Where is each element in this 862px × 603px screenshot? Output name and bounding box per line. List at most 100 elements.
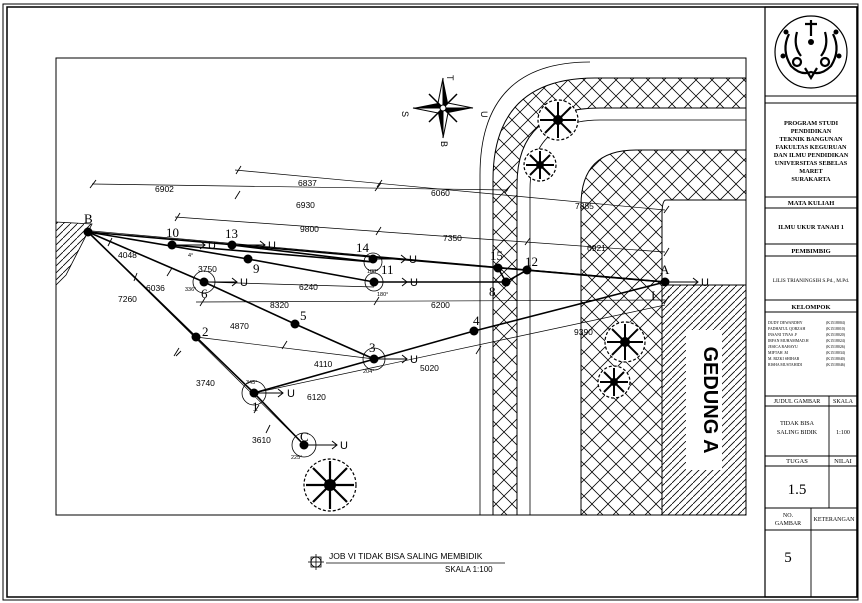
angle-label: 188° (367, 269, 378, 275)
drawing-title-line: SALING BIDIK (777, 430, 818, 436)
corner-hatch (55, 221, 93, 286)
point-label: 13 (225, 226, 238, 241)
west-label: S (400, 111, 410, 117)
u-label: U (701, 277, 709, 289)
distance-labels: 6902 6837 6060 6930 7885 9800 7350 6921 … (118, 178, 606, 445)
advisor-header: PEMBIMBIG (791, 248, 830, 255)
member-name: JESICA RAHAYU (768, 345, 798, 349)
station-point (167, 240, 177, 250)
program-line: FAKULTAS KEGURUAN (775, 144, 847, 151)
u-label: U (409, 254, 417, 266)
distance-label: 4048 (118, 250, 137, 260)
tree-icon (537, 99, 579, 141)
building-label-bg (686, 330, 722, 470)
distance-label: 6200 (431, 300, 450, 310)
distance-label: 7350 (443, 233, 462, 243)
building-label: GEDUNG A (699, 346, 721, 453)
station-point (83, 227, 93, 237)
point-label: 11 (381, 262, 394, 277)
distance-label: 3610 (252, 435, 271, 445)
course-header: MATA KULIAH (788, 200, 835, 207)
dimension-ticks (89, 165, 670, 434)
drawing-title-header: JUDUL GAMBAR (774, 399, 821, 405)
station-point (299, 440, 309, 450)
member-nim: (K1518024) (826, 339, 846, 343)
distance-label: 3750 (198, 264, 217, 274)
program-line: SURAKARTA (791, 176, 831, 183)
university-logo-icon (774, 15, 848, 89)
scale-value: 1:100 (836, 430, 850, 436)
angle-labels: 4° 188° 180° 336° 204° 345° 225° (185, 253, 388, 461)
distance-label: 6060 (431, 188, 450, 198)
point-label: 12 (525, 254, 538, 269)
member-name: RISHA MUSTAHIDI (768, 363, 803, 367)
course-name: ILMU UKUR TANAH 1 (778, 224, 844, 231)
caption-title: JOB VI TIDAK BISA SALING MEMBIDIK (329, 551, 483, 561)
station-point (493, 263, 503, 273)
distance-label: 3740 (196, 378, 215, 388)
u-label: U (287, 388, 295, 400)
u-label: U (410, 277, 418, 289)
remark-header: KETERANGAN (814, 517, 856, 523)
station-point (660, 277, 670, 287)
angle-label: 336° (185, 287, 196, 293)
station-point (368, 254, 378, 264)
distance-label: 5020 (420, 363, 439, 373)
outer-frame (2, 3, 859, 601)
station-point (243, 254, 253, 264)
tree-icon (523, 148, 557, 182)
number-value: 5 (784, 550, 792, 566)
member-name: IRFAN MUHAMMAD.H (768, 339, 809, 343)
point-label: 10 (166, 225, 179, 240)
score-header: NILAI (834, 458, 852, 465)
member-nim: (K1518046) (826, 363, 846, 367)
program-line: UNIVERSITAS SEBELAS (775, 160, 848, 167)
point-label: 8 (489, 284, 496, 299)
point-label: 5 (300, 308, 307, 323)
number-header: GAMBAR (775, 521, 801, 527)
angle-arcs (192, 252, 386, 458)
angle-label: 204° (363, 369, 374, 375)
point-label: 3 (369, 340, 376, 355)
point-label: 9 (253, 261, 260, 276)
station-point (522, 265, 532, 275)
distance-label: 6902 (155, 184, 174, 194)
distance-label: 6837 (298, 178, 317, 188)
tree-icon (303, 458, 357, 512)
distance-label: 6240 (299, 282, 318, 292)
angle-label: 180° (377, 292, 388, 298)
angle-label: 4° (188, 253, 193, 259)
title-block: PROGRAM STUDI PENDIDIKAN TEKNIK BANGUNAN… (764, 6, 858, 598)
member-name: M. RIZKI SHIHAB (768, 357, 800, 361)
distance-label: 7260 (118, 294, 137, 304)
program-line: PENDIDIKAN (791, 128, 832, 135)
program-line: MARET (799, 168, 823, 175)
advisor-name: LILIS TRIANINGSIH S.Pd., M.Pd. (773, 278, 849, 284)
member-nim: (K1518034) (826, 351, 846, 355)
distance-label: 8320 (270, 300, 289, 310)
point-label: 1 (252, 399, 259, 414)
distance-label: 6930 (296, 200, 315, 210)
member-name: DUDY DEWANDHY (768, 321, 803, 325)
u-label: U (208, 240, 216, 252)
survey-drawing: GEDUNG A (55, 57, 747, 574)
member-nim: (K1518026) (826, 345, 846, 349)
south-label: B (439, 141, 449, 147)
distance-label: 4870 (230, 321, 249, 331)
distance-label: 6036 (146, 283, 165, 293)
point-label: 4 (473, 313, 480, 328)
program-line: PROGRAM STUDI (784, 120, 839, 127)
u-markers: U U U U U U U U U (208, 240, 709, 452)
scale-header: SKALA (833, 399, 854, 405)
member-nim: (K1518004) (826, 321, 846, 325)
task-value: 1.5 (788, 482, 807, 498)
member-name: FADHATUL QORZAH (768, 327, 805, 331)
station-point (369, 277, 379, 287)
program-info: PROGRAM STUDI PENDIDIKAN TEKNIK BANGUNAN… (774, 120, 849, 183)
caption-scale: SKALA 1:100 (445, 565, 493, 574)
north-arrow-icon (412, 77, 474, 139)
north-label: T (445, 75, 455, 81)
station-point (191, 332, 201, 342)
station-point (469, 326, 479, 336)
